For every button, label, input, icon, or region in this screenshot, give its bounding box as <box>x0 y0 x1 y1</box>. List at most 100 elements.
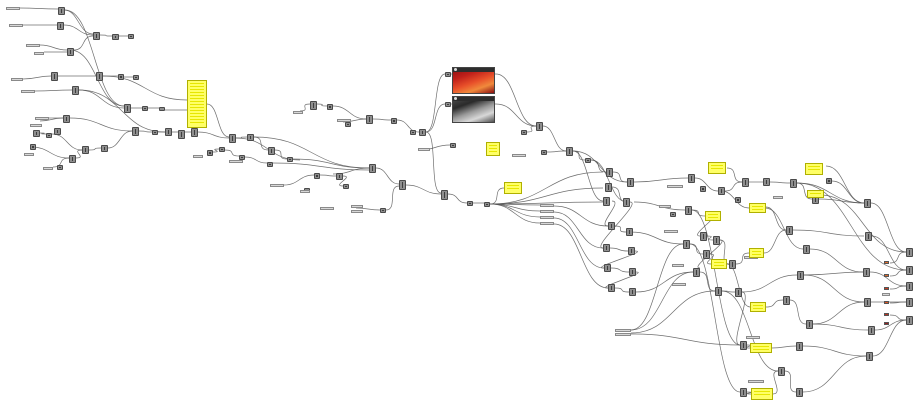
wire[interactable] <box>831 180 865 204</box>
component-node[interactable] <box>112 34 119 40</box>
wire[interactable] <box>274 149 288 160</box>
wire[interactable] <box>630 271 694 331</box>
component-node[interactable] <box>742 178 749 187</box>
component-node[interactable] <box>343 184 349 189</box>
wire[interactable] <box>339 175 347 187</box>
component-node[interactable] <box>419 129 426 136</box>
component-node[interactable] <box>906 298 913 307</box>
component-node[interactable] <box>585 158 591 163</box>
component-node[interactable] <box>713 236 720 245</box>
parameter-input[interactable] <box>34 52 44 55</box>
component-node[interactable] <box>864 298 871 307</box>
component-node[interactable] <box>786 226 793 235</box>
component-node[interactable] <box>906 248 913 257</box>
parameter-input[interactable] <box>9 24 23 27</box>
wire[interactable] <box>489 203 541 224</box>
wire[interactable] <box>212 148 220 153</box>
wire[interactable] <box>764 207 804 250</box>
wire[interactable] <box>78 89 125 109</box>
component-node[interactable] <box>191 128 198 137</box>
parameter-input[interactable] <box>11 78 23 81</box>
parameter-input[interactable] <box>540 222 554 225</box>
component-node[interactable] <box>866 352 873 361</box>
wire[interactable] <box>489 187 505 205</box>
parameter-input[interactable] <box>540 204 554 207</box>
component-node[interactable] <box>314 173 320 179</box>
wire[interactable] <box>796 182 813 200</box>
wire[interactable] <box>30 146 70 159</box>
component-node[interactable] <box>863 268 870 277</box>
wire[interactable] <box>319 174 337 177</box>
parameter-input[interactable] <box>882 293 890 296</box>
wire[interactable] <box>746 391 752 395</box>
component-node[interactable] <box>57 165 63 170</box>
parameter-input[interactable] <box>21 90 35 93</box>
parameter-input[interactable] <box>24 153 34 156</box>
wire[interactable] <box>726 263 751 308</box>
wire[interactable] <box>39 132 47 135</box>
component-node[interactable] <box>608 284 615 292</box>
component-node[interactable] <box>729 260 736 269</box>
wire[interactable] <box>572 150 586 161</box>
component-node[interactable] <box>118 74 124 80</box>
wire[interactable] <box>425 103 446 133</box>
parameter-input[interactable] <box>748 380 764 383</box>
component-node[interactable] <box>608 222 615 230</box>
component-node[interactable] <box>132 127 139 136</box>
component-node[interactable] <box>69 155 76 163</box>
wire[interactable] <box>812 323 869 331</box>
color-swatch[interactable] <box>884 313 889 316</box>
component-node[interactable] <box>740 341 747 350</box>
wire[interactable] <box>224 149 240 157</box>
preview-title-bar[interactable] <box>453 68 494 72</box>
component-node[interactable] <box>124 104 131 113</box>
component-node[interactable] <box>267 162 273 167</box>
wire[interactable] <box>792 229 865 237</box>
wire[interactable] <box>244 156 268 164</box>
component-node[interactable] <box>693 268 700 277</box>
component-node[interactable] <box>67 48 74 56</box>
component-node[interactable] <box>336 173 343 180</box>
component-node[interactable] <box>623 198 630 207</box>
wire[interactable] <box>375 167 400 185</box>
wire[interactable] <box>872 319 907 357</box>
component-node[interactable] <box>57 22 64 30</box>
wire[interactable] <box>699 271 716 292</box>
wire[interactable] <box>745 344 752 349</box>
wire[interactable] <box>495 103 537 127</box>
component-node[interactable] <box>445 72 451 77</box>
wire[interactable] <box>765 299 784 308</box>
yellow-panel[interactable] <box>805 163 823 175</box>
preview-title-bar[interactable] <box>453 97 494 101</box>
wire[interactable] <box>633 177 689 183</box>
parameter-input[interactable] <box>193 155 203 158</box>
component-node[interactable] <box>484 202 490 207</box>
wire[interactable] <box>553 217 605 269</box>
wire[interactable] <box>803 271 864 276</box>
component-node[interactable] <box>703 250 710 259</box>
component-node[interactable] <box>783 296 790 305</box>
wire[interactable] <box>784 370 797 393</box>
wire[interactable] <box>69 117 133 132</box>
wire[interactable] <box>630 333 741 346</box>
wire[interactable] <box>553 211 604 249</box>
color-swatch[interactable] <box>884 261 889 264</box>
component-node[interactable] <box>239 155 245 160</box>
wire[interactable] <box>869 271 907 287</box>
wire[interactable] <box>689 243 741 393</box>
yellow-panel[interactable] <box>751 388 773 400</box>
component-node[interactable] <box>603 244 610 252</box>
wire[interactable] <box>871 235 907 271</box>
parameter-input[interactable] <box>659 205 671 208</box>
component-node[interactable] <box>46 133 52 138</box>
color-swatch[interactable] <box>884 322 889 325</box>
wire[interactable] <box>802 345 867 357</box>
component-node[interactable] <box>72 86 79 95</box>
wire[interactable] <box>609 247 629 252</box>
wire[interactable] <box>812 301 865 325</box>
yellow-panel[interactable] <box>705 211 721 221</box>
wire[interactable] <box>825 165 865 204</box>
component-node[interactable] <box>521 130 527 135</box>
wire[interactable] <box>107 130 133 149</box>
wire[interactable] <box>889 301 907 304</box>
